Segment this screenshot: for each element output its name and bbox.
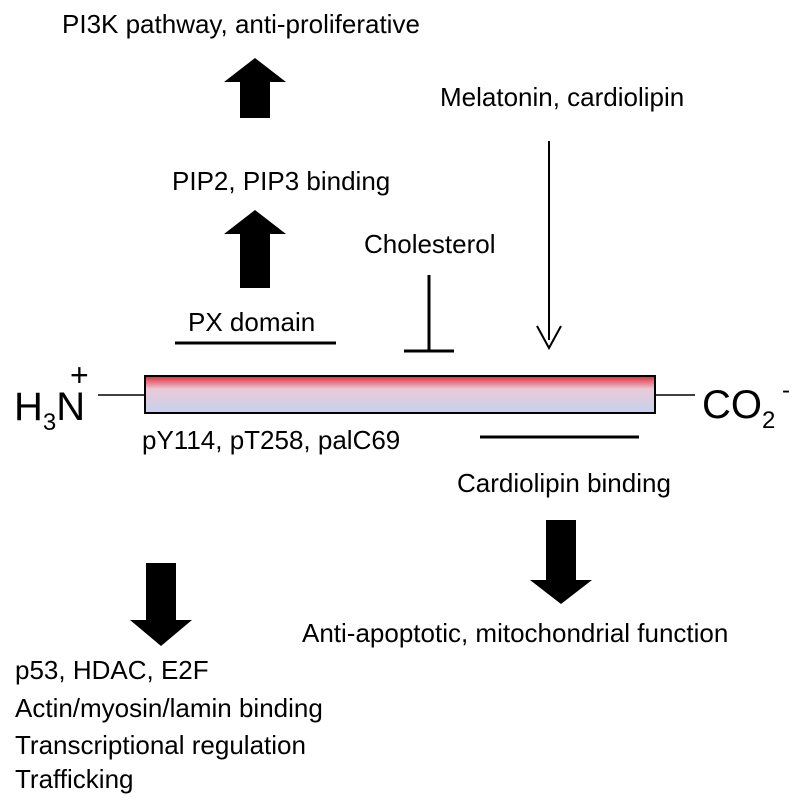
label-trafficking: Trafficking: [15, 764, 134, 794]
svg-text:CO2: CO2: [702, 383, 775, 434]
c-terminus-label: CO2 -: [702, 377, 790, 434]
thin-arrow-down-head: [536, 325, 562, 351]
protein-bar: [144, 375, 656, 414]
svg-text:H3N: H3N: [14, 385, 85, 436]
label-px-domain: PX domain: [188, 307, 315, 337]
thick-arrow-up-middle: [224, 210, 286, 288]
label-transcriptional-regulation: Transcriptional regulation: [15, 730, 306, 760]
n-terminus-label: H3N +: [14, 357, 89, 436]
label-melatonin-cardiolipin: Melatonin, cardiolipin: [440, 82, 684, 112]
label-actin-binding: Actin/myosin/lamin binding: [15, 693, 323, 723]
label-modifications: pY114, pT258, palC69: [142, 425, 400, 455]
svg-text:+: +: [70, 357, 89, 393]
label-nuclear-partners: p53, HDAC, E2F: [15, 655, 209, 685]
thick-arrow-up-top: [224, 58, 286, 118]
thick-arrow-down-right: [530, 520, 592, 604]
label-pip-binding: PIP2, PIP3 binding: [172, 166, 390, 196]
thick-arrow-down-left: [130, 563, 192, 646]
label-cardiolipin-binding: Cardiolipin binding: [457, 468, 671, 498]
label-pi3k-pathway: PI3K pathway, anti-proliferative: [62, 9, 420, 39]
svg-text:-: -: [782, 377, 790, 404]
label-cholesterol: Cholesterol: [364, 229, 496, 259]
label-anti-apoptotic: Anti-apoptotic, mitochondrial function: [302, 618, 728, 648]
